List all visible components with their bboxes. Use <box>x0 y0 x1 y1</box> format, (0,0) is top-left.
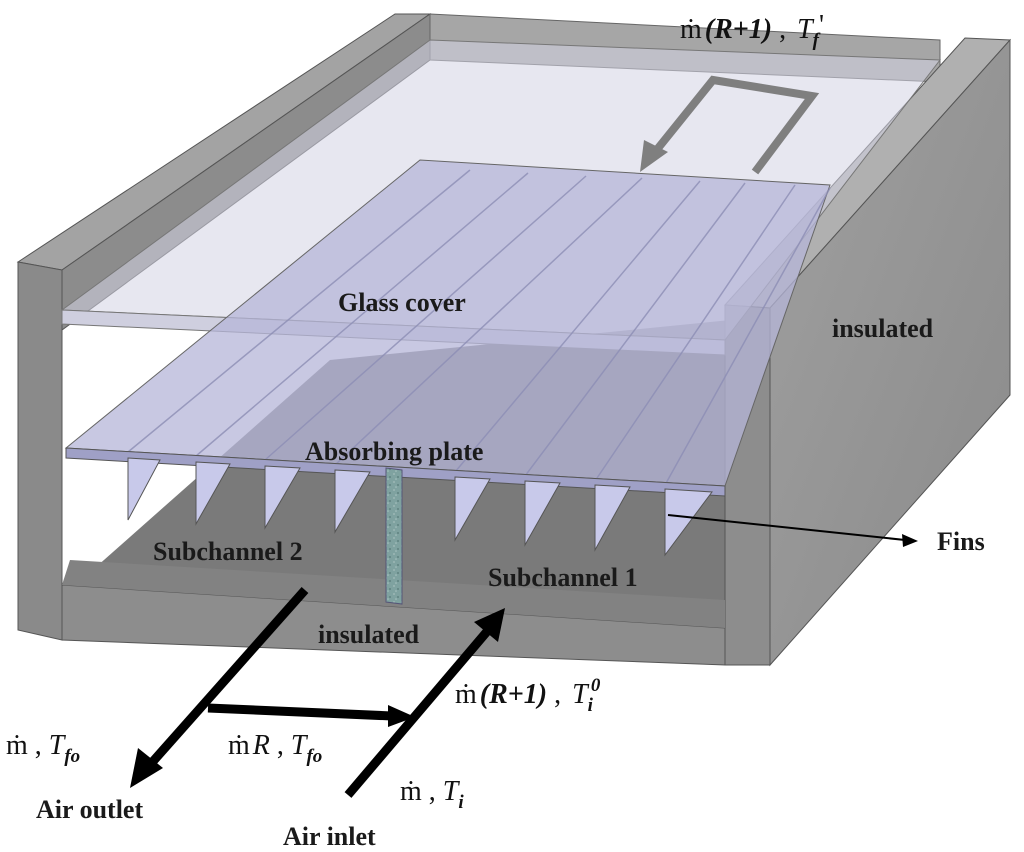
recycle-line <box>207 703 393 721</box>
insulated-bottom-label: insulated <box>318 620 420 649</box>
insulated-side-label: insulated <box>832 314 934 343</box>
absorbing-plate <box>64 159 831 497</box>
inlet-line <box>344 625 494 798</box>
air-outlet-label: Air outlet <box>36 795 143 824</box>
bottom-front <box>61 584 726 666</box>
top-recycle-flow-label: ṁ(R+1) , Tf' <box>680 10 824 51</box>
subchannel-1-label: Subchannel 1 <box>488 563 638 592</box>
absorbing-plate-label: Absorbing plate <box>305 437 483 466</box>
left-wall-front <box>17 261 63 641</box>
fins <box>127 457 713 557</box>
air-inlet-label: Air inlet <box>283 822 376 851</box>
channel-divider <box>385 467 403 605</box>
glass-cover-label: Glass cover <box>338 288 466 317</box>
outlet-line <box>144 587 309 770</box>
flow-arrows <box>144 587 494 798</box>
outlet-flow-label: ṁ , Tfo <box>6 730 80 767</box>
outlet-arrowhead <box>130 748 163 788</box>
fins-pointer-arrow <box>667 514 918 547</box>
inlet-arrowhead <box>474 608 505 642</box>
fins-label: Fins <box>937 527 985 556</box>
inlet-mixed-flow-label: ṁ(R+1) , Ti0 <box>455 675 601 716</box>
subchannel-2-label: Subchannel 2 <box>153 537 303 566</box>
recycle-arrowhead <box>388 705 415 727</box>
inlet-flow-label: ṁ , Ti <box>400 776 464 813</box>
top-recycle-arrow <box>651 75 820 175</box>
top-recycle-arrowhead <box>640 140 668 172</box>
